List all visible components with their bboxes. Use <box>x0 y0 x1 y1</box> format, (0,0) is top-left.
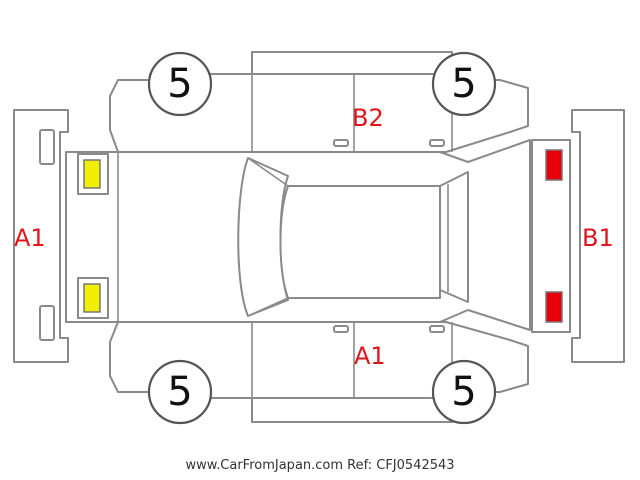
tire-front-left-condition: 5 <box>167 61 192 107</box>
tire-rear-left-condition: 5 <box>451 61 476 107</box>
zone-front-bumper-code: A1 <box>14 224 46 252</box>
car-body-top <box>65 139 531 331</box>
tire-front-right-condition: 5 <box>167 369 192 415</box>
rear-light-marker-upper <box>545 149 563 181</box>
front-bumper <box>13 109 69 363</box>
tire-rear-left: 5 <box>431 51 497 117</box>
zone-rear-bumper-code: B1 <box>582 224 614 252</box>
zone-left-side-code: B2 <box>352 104 384 132</box>
rear-bumper <box>571 109 625 363</box>
rear-light-markers <box>531 139 571 333</box>
rear-light-marker-lower <box>545 291 563 323</box>
tire-rear-right: 5 <box>431 359 497 425</box>
tire-rear-right-condition: 5 <box>451 369 476 415</box>
front-light-marker-upper <box>83 159 101 189</box>
tire-front-left: 5 <box>147 51 213 117</box>
tire-front-right: 5 <box>147 359 213 425</box>
front-light-marker-lower <box>83 283 101 313</box>
left-side-panel <box>109 51 529 153</box>
watermark-text: www.CarFromJapan.com Ref: CFJ0542543 <box>185 458 455 473</box>
front-light-markers <box>77 153 109 319</box>
zone-right-side-code: A1 <box>354 342 386 370</box>
